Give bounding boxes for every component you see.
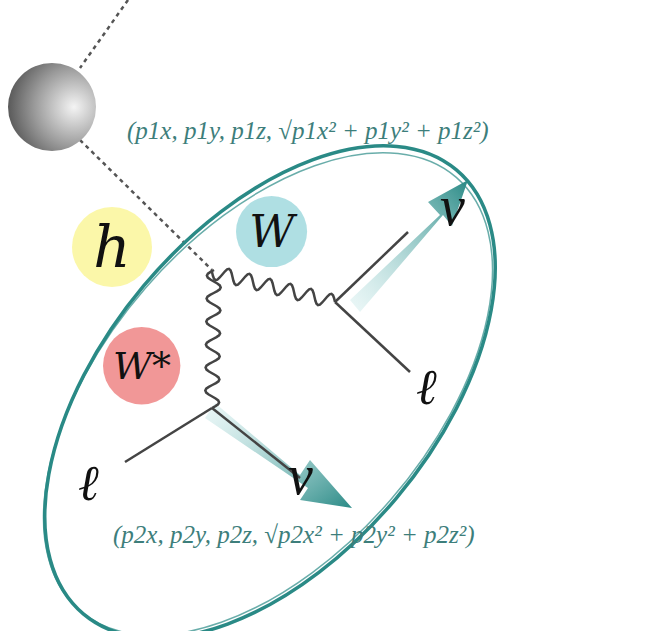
particle-name: W* <box>113 347 171 385</box>
w-boson-line <box>205 270 220 408</box>
w-boson-line <box>212 269 335 305</box>
particle-bubble: W* <box>103 327 180 404</box>
neutrino-symbol: ν <box>440 178 465 234</box>
higgs-line <box>80 0 128 68</box>
lepton-symbol: ℓ <box>416 362 437 412</box>
neutrino-symbol: ν <box>288 447 313 503</box>
momentum-label: (p2x, p2y, p2z, √p2x² + p2y² + p2z²) <box>113 522 475 547</box>
enclosing-ellipse <box>0 64 583 631</box>
particle-name: W <box>249 210 294 254</box>
particle-bubble: W <box>236 196 307 267</box>
neutrino-arrow <box>205 403 352 508</box>
lepton-symbol: ℓ <box>78 458 99 508</box>
blob <box>8 63 96 151</box>
particle-bubble: h <box>72 207 152 287</box>
particle-name: h <box>93 218 130 276</box>
momentum-label: (p1x, p1y, p1z, √p1x² + p1y² + p1z²) <box>127 118 489 143</box>
